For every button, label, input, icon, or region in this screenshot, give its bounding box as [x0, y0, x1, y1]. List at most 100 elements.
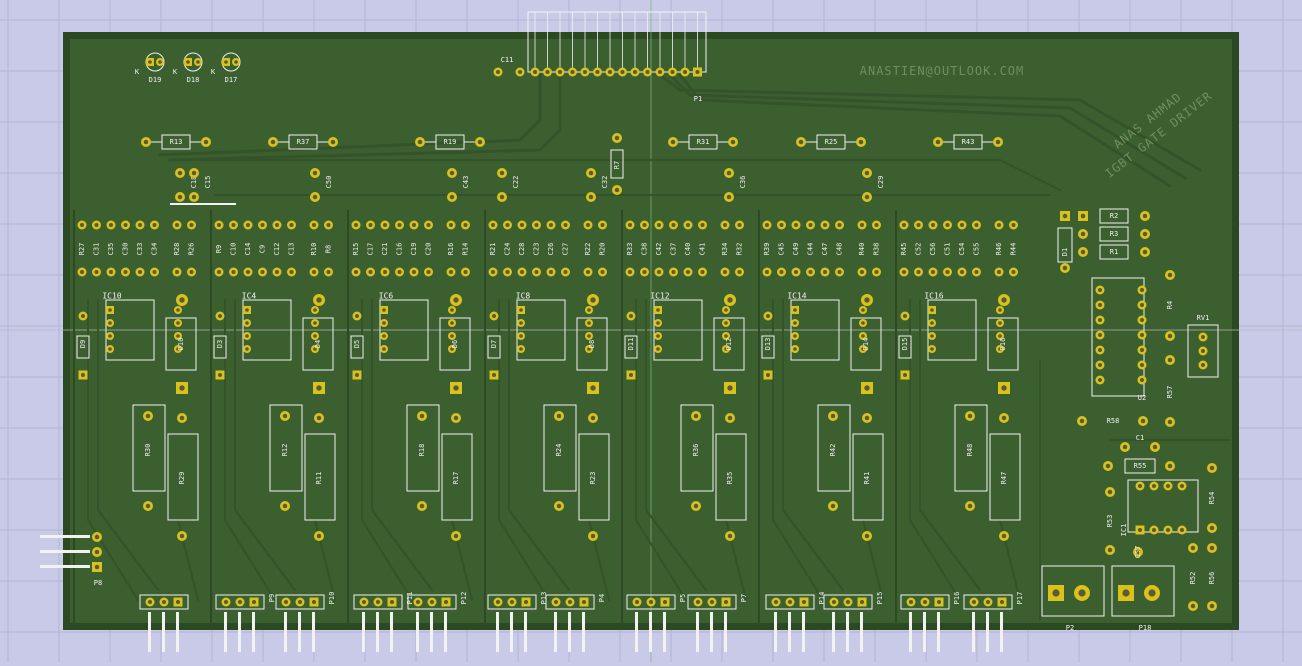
pad-hole	[793, 308, 797, 312]
connector-pin	[416, 612, 419, 652]
pad-hole	[548, 269, 554, 275]
connector-p7: P7	[687, 594, 748, 652]
pad-hole	[628, 372, 634, 378]
part-label: R46	[995, 243, 1003, 256]
pad-hole	[930, 308, 934, 312]
pad-hole	[505, 222, 510, 228]
part-label: C16	[396, 243, 404, 256]
pad-hole	[477, 139, 483, 145]
connector-pin	[788, 612, 791, 652]
pad-hole	[1167, 463, 1173, 469]
pad-hole	[837, 269, 842, 275]
pad-hole	[793, 321, 797, 325]
pad-hole	[108, 308, 112, 312]
pad-hole	[822, 269, 828, 275]
pad-hole	[94, 549, 100, 555]
pad-hole	[231, 222, 236, 228]
pad-hole	[419, 413, 425, 419]
pad-hole	[567, 599, 573, 605]
resistor-body	[610, 149, 624, 179]
resistor-label: R7	[613, 161, 621, 169]
pad-hole	[971, 599, 977, 605]
pad-hole	[282, 503, 288, 509]
resistor-body	[304, 433, 336, 521]
resistor-label: R11	[315, 472, 323, 485]
pad-hole	[509, 599, 515, 605]
pad-hole	[499, 194, 505, 200]
resistor-body	[406, 404, 440, 492]
pad-hole	[1122, 589, 1130, 597]
pad-hole	[556, 413, 562, 419]
trace	[234, 299, 296, 591]
pad-hole	[450, 334, 454, 338]
resistor-label: R58	[1107, 417, 1120, 425]
part-label: C33	[136, 243, 144, 256]
pad-hole	[313, 334, 317, 338]
resistor-body	[132, 404, 166, 492]
connector-pin	[224, 612, 227, 652]
pad-hole	[274, 222, 280, 228]
trace	[498, 299, 550, 601]
pad-hole	[642, 222, 647, 228]
pad-hole	[1011, 222, 1016, 228]
connector-body	[407, 594, 457, 610]
pad-hole	[174, 269, 180, 275]
pot-label: RV1	[1197, 314, 1210, 322]
connector-label: P4	[598, 594, 606, 602]
pad-hole	[859, 222, 865, 228]
pad-hole	[588, 170, 594, 176]
part-label: C17	[367, 243, 375, 256]
pad-hole	[453, 533, 459, 539]
pad-hole	[312, 194, 318, 200]
part-label: C28	[518, 243, 526, 256]
pad-hole	[429, 599, 435, 605]
pad-hole	[382, 308, 386, 312]
pad-hole	[313, 347, 317, 351]
part-label: C45	[778, 243, 786, 256]
pad-hole	[382, 334, 386, 338]
pad-hole	[519, 308, 523, 312]
pad-hole	[143, 139, 149, 145]
pad-hole	[417, 139, 423, 145]
pad-hole	[581, 599, 587, 605]
pad-hole	[449, 194, 455, 200]
pad-hole	[453, 297, 459, 303]
pad-hole	[995, 139, 1001, 145]
pad-hole	[189, 222, 194, 228]
pad-hole	[985, 599, 991, 605]
resistor-label: R56	[1208, 572, 1216, 585]
connector-pin	[524, 612, 527, 652]
header-pin	[40, 565, 90, 568]
capacitor-label: C43	[462, 176, 470, 189]
resistor-label: R3	[1110, 230, 1118, 238]
pad-hole	[260, 269, 265, 275]
resistor-label: R54	[1208, 492, 1216, 505]
connector-body	[215, 594, 265, 610]
connector-pin	[252, 612, 255, 652]
pad-hole	[902, 313, 908, 319]
pad-hole	[1097, 287, 1103, 293]
pad-hole	[216, 269, 222, 275]
pad-hole	[671, 222, 676, 228]
pad-hole	[864, 533, 870, 539]
part-label: C56	[929, 243, 937, 256]
pad-hole	[316, 297, 322, 303]
pad-hole	[967, 413, 973, 419]
part-label: C34	[151, 243, 159, 256]
pad-hole	[764, 222, 770, 228]
pad-hole	[1167, 357, 1173, 363]
capacitor-label: C50	[325, 176, 333, 189]
pad-hole	[534, 269, 539, 275]
part-label: C51	[944, 243, 952, 256]
pad-hole	[1148, 589, 1156, 597]
trace	[361, 299, 413, 601]
pad-hole	[634, 599, 640, 605]
connector-pin	[176, 612, 179, 652]
resistor-label: R19	[444, 138, 457, 146]
pad-hole	[1097, 302, 1103, 308]
resistor-label: R17	[452, 472, 460, 485]
resistor-body	[1099, 226, 1129, 242]
pad-hole	[245, 222, 251, 228]
